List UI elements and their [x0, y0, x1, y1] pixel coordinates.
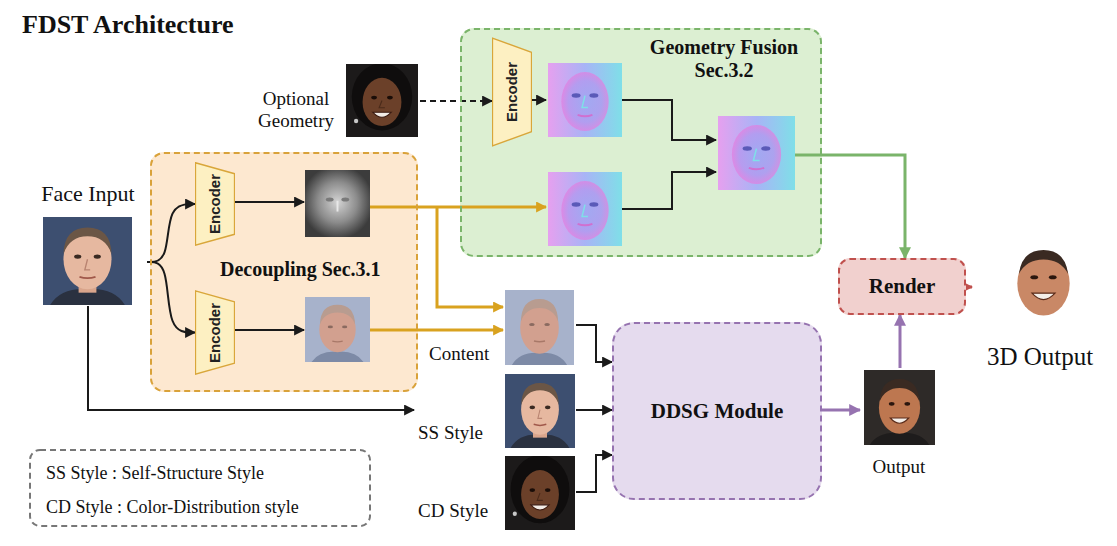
encoder-label: Encoder — [206, 174, 223, 234]
output-image — [864, 370, 935, 445]
encoder-trapezoid — [195, 163, 234, 245]
node-label: Output — [860, 456, 938, 478]
image-node: 3D Output — [972, 240, 1111, 374]
normal-map-image — [548, 172, 622, 246]
flow-arrow — [233, 329, 304, 331]
depth-map-image — [305, 170, 370, 237]
connector-arrow — [576, 409, 612, 411]
group-region: Decoupling Sec.3.1EncoderEncoder — [150, 152, 418, 392]
node-label: DDSG Module — [651, 399, 783, 423]
encoder-block: Encoder — [492, 37, 532, 147]
connector-arrow — [147, 204, 195, 262]
node-label: CD Style — [418, 500, 488, 522]
node-label: Content — [429, 343, 489, 365]
connector-arrow — [88, 306, 414, 410]
depth-flow-arrow — [437, 207, 503, 307]
connector-arrow — [576, 325, 612, 362]
cd-style-image — [505, 455, 575, 530]
legend-entry: SS Style : Self-Structure Style — [46, 456, 299, 490]
node-label: Render — [869, 274, 936, 298]
flow-arrow — [622, 172, 716, 209]
group-title: Geometry Fusion Sec.3.2 — [629, 36, 819, 82]
connector-arrow — [576, 455, 612, 492]
content-image — [505, 290, 574, 365]
connector-arrow — [420, 100, 492, 102]
connector-arrow — [899, 315, 902, 368]
decoupling-fill — [150, 152, 418, 392]
geometry-fusion-fill — [460, 28, 822, 257]
group-title: Decoupling Sec.3.1 — [220, 258, 381, 281]
encoder-label: Encoder — [503, 62, 520, 122]
process-box: Render — [838, 258, 966, 315]
albedo-image — [305, 297, 370, 362]
encoder-trapezoid — [492, 38, 531, 146]
process-box: DDSG Module — [612, 322, 822, 500]
image-node: Face Input — [32, 180, 147, 306]
depth-flow-arrow — [370, 206, 546, 209]
group-region: Geometry Fusion Sec.3.2Encoder — [460, 28, 822, 257]
connector-arrow — [822, 409, 860, 412]
image-node: Output — [860, 368, 941, 480]
optional-geometry-image — [346, 63, 418, 137]
connector-arrow — [147, 262, 195, 333]
normal-map-image — [548, 63, 622, 137]
face-input-image — [43, 217, 132, 305]
albedo-flow-arrow — [370, 329, 503, 332]
flow-arrow — [531, 99, 546, 101]
legend-frame — [30, 450, 370, 526]
image-node: Content — [426, 288, 576, 367]
geometry-flow-line — [795, 154, 822, 157]
node-label: 3D Output — [972, 343, 1108, 372]
encoder-block: Encoder — [195, 290, 235, 375]
connector-arrow — [966, 286, 972, 289]
connector-arrow — [822, 155, 905, 258]
encoder-block: Encoder — [195, 162, 235, 246]
legend-entry: CD Style : Color-Distribution style — [46, 490, 299, 524]
encoder-label: Encoder — [206, 302, 223, 362]
image-node: SS Style — [414, 372, 576, 450]
fused-normal-map-image — [718, 116, 795, 190]
image-node: Optional Geometry — [250, 62, 420, 140]
flow-arrow — [233, 201, 304, 203]
3d-output-image — [1005, 242, 1082, 322]
flow-arrow — [622, 100, 716, 140]
encoder-trapezoid — [195, 291, 234, 374]
node-label: Face Input — [32, 181, 144, 206]
image-node: CD Style — [414, 454, 576, 532]
node-label: SS Style — [418, 422, 483, 444]
diagram-title: FDST Architecture — [22, 10, 234, 40]
node-label: Optional Geometry — [250, 88, 342, 132]
ss-style-image — [505, 374, 575, 448]
legend: SS Style : Self-Structure StyleCD Style … — [46, 456, 299, 524]
